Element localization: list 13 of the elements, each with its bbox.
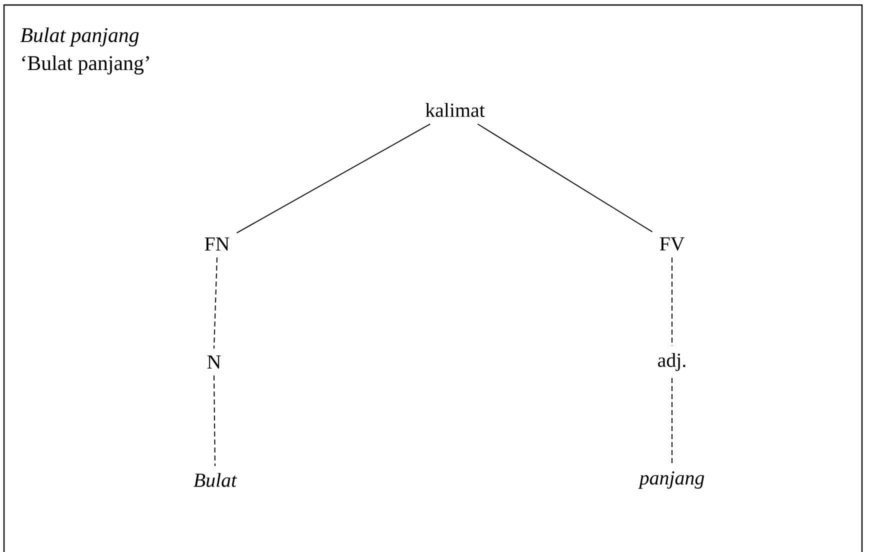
tree-branch bbox=[214, 257, 218, 349]
word: Bulat bbox=[194, 472, 237, 488]
word: panjang bbox=[638, 471, 704, 489]
tree-branch bbox=[214, 375, 216, 466]
heading: Bulat panjang bbox=[20, 27, 139, 46]
tree-node-label: FN bbox=[204, 237, 230, 251]
tree-node-label: FV bbox=[660, 237, 684, 251]
tree-branch bbox=[236, 124, 431, 234]
tree-node-label: kalimat bbox=[426, 102, 485, 117]
tree-node-label: adj. bbox=[658, 352, 686, 372]
tree-node-label: N bbox=[207, 355, 221, 369]
tree-branch bbox=[477, 124, 653, 232]
heading: ‘Bulat panjang’ bbox=[22, 55, 149, 74]
